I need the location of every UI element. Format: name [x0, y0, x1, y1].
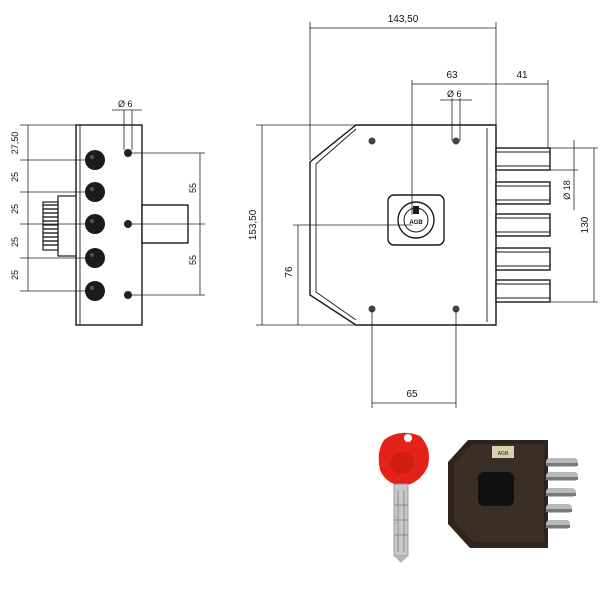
bolt-span-label: 130	[580, 216, 591, 233]
bolt-head	[85, 214, 105, 234]
bolt-head	[85, 150, 105, 170]
front-width-label: 143,50	[388, 14, 419, 25]
cylinder: AGB	[387, 194, 445, 246]
side-dim-25: 25	[10, 172, 20, 182]
svg-text:AGB: AGB	[498, 451, 509, 457]
bolts	[495, 147, 551, 303]
front-offset-left-label: 63	[446, 70, 458, 81]
bolt-head	[85, 182, 105, 202]
front-diameter-label: Ø 6	[447, 89, 462, 99]
knurled-knob	[42, 195, 77, 257]
front-view: AGB 143,50 63 41 Ø 6	[248, 14, 598, 408]
side-dim-25: 25	[10, 270, 20, 280]
screw-holes	[124, 149, 132, 299]
side-view: 27,50 25 25 25 25 55 55 Ø 6	[10, 99, 205, 326]
side-dim-25: 25	[10, 204, 20, 214]
svg-text:AGB: AGB	[409, 220, 423, 226]
side-diameter-label: Ø 6	[118, 99, 133, 109]
side-dim-55: 55	[188, 183, 198, 193]
bolt-heads	[85, 150, 105, 301]
front-center-height-label: 76	[284, 266, 295, 278]
bolt-diameter-label: Ø 18	[562, 180, 572, 200]
key-photo	[378, 432, 429, 563]
front-bottom-spacing-label: 65	[406, 389, 418, 400]
side-dim-25: 25	[10, 237, 20, 247]
bolt-head	[85, 248, 105, 268]
lock-cylinder-hole	[478, 472, 514, 506]
side-dim-55: 55	[188, 255, 198, 265]
bolt-head	[85, 281, 105, 301]
front-offset-right-label: 41	[516, 70, 528, 81]
front-height-label: 153,50	[248, 209, 259, 240]
side-dim-27-50: 27,50	[10, 132, 20, 155]
lock-photo: AGB	[448, 440, 578, 548]
